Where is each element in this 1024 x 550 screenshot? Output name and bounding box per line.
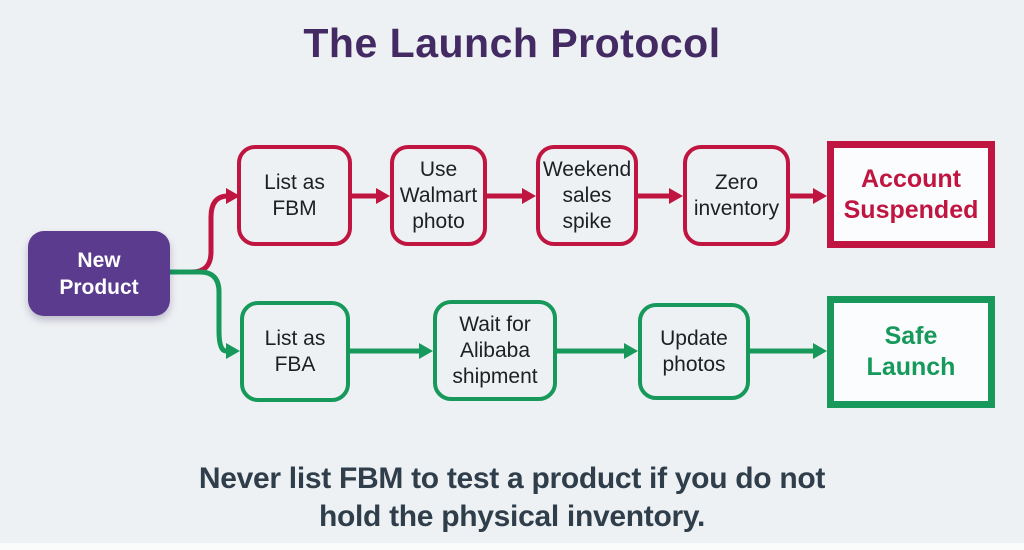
arrow-fba-to-wait [347, 343, 433, 359]
node-use-walmart-photo: Use Walmart photo [390, 145, 487, 246]
arrow-wait-to-update [554, 343, 638, 359]
arrow-walmart-to-weekend [484, 188, 536, 204]
branch-to-fbm-connector [189, 188, 240, 275]
branch-to-fba-connector [167, 269, 240, 359]
arrow-zero-to-suspended [787, 188, 827, 204]
node-list-as-fbm: List as FBM [237, 145, 352, 246]
node-new-product: New Product [28, 231, 170, 316]
node-list-as-fba: List as FBA [240, 301, 350, 402]
warning-caption: Never list FBM to test a product if you … [198, 462, 826, 533]
node-account-suspended: Account Suspended [827, 141, 995, 248]
node-zero-inventory: Zero inventory [683, 145, 790, 246]
node-update-photos: Update photos [638, 303, 750, 400]
arrow-update-to-safe [747, 343, 827, 359]
page-title: The Launch Protocol [303, 20, 721, 66]
node-safe-launch: Safe Launch [827, 296, 995, 408]
arrow-weekend-to-zero [635, 188, 683, 204]
bottom-strip [0, 543, 1024, 550]
node-wait-for-alibaba-shipment: Wait for Alibaba shipment [433, 300, 557, 401]
arrow-fbm-to-walmart [349, 188, 390, 204]
node-weekend-sales-spike: Weekend sales spike [536, 145, 638, 246]
